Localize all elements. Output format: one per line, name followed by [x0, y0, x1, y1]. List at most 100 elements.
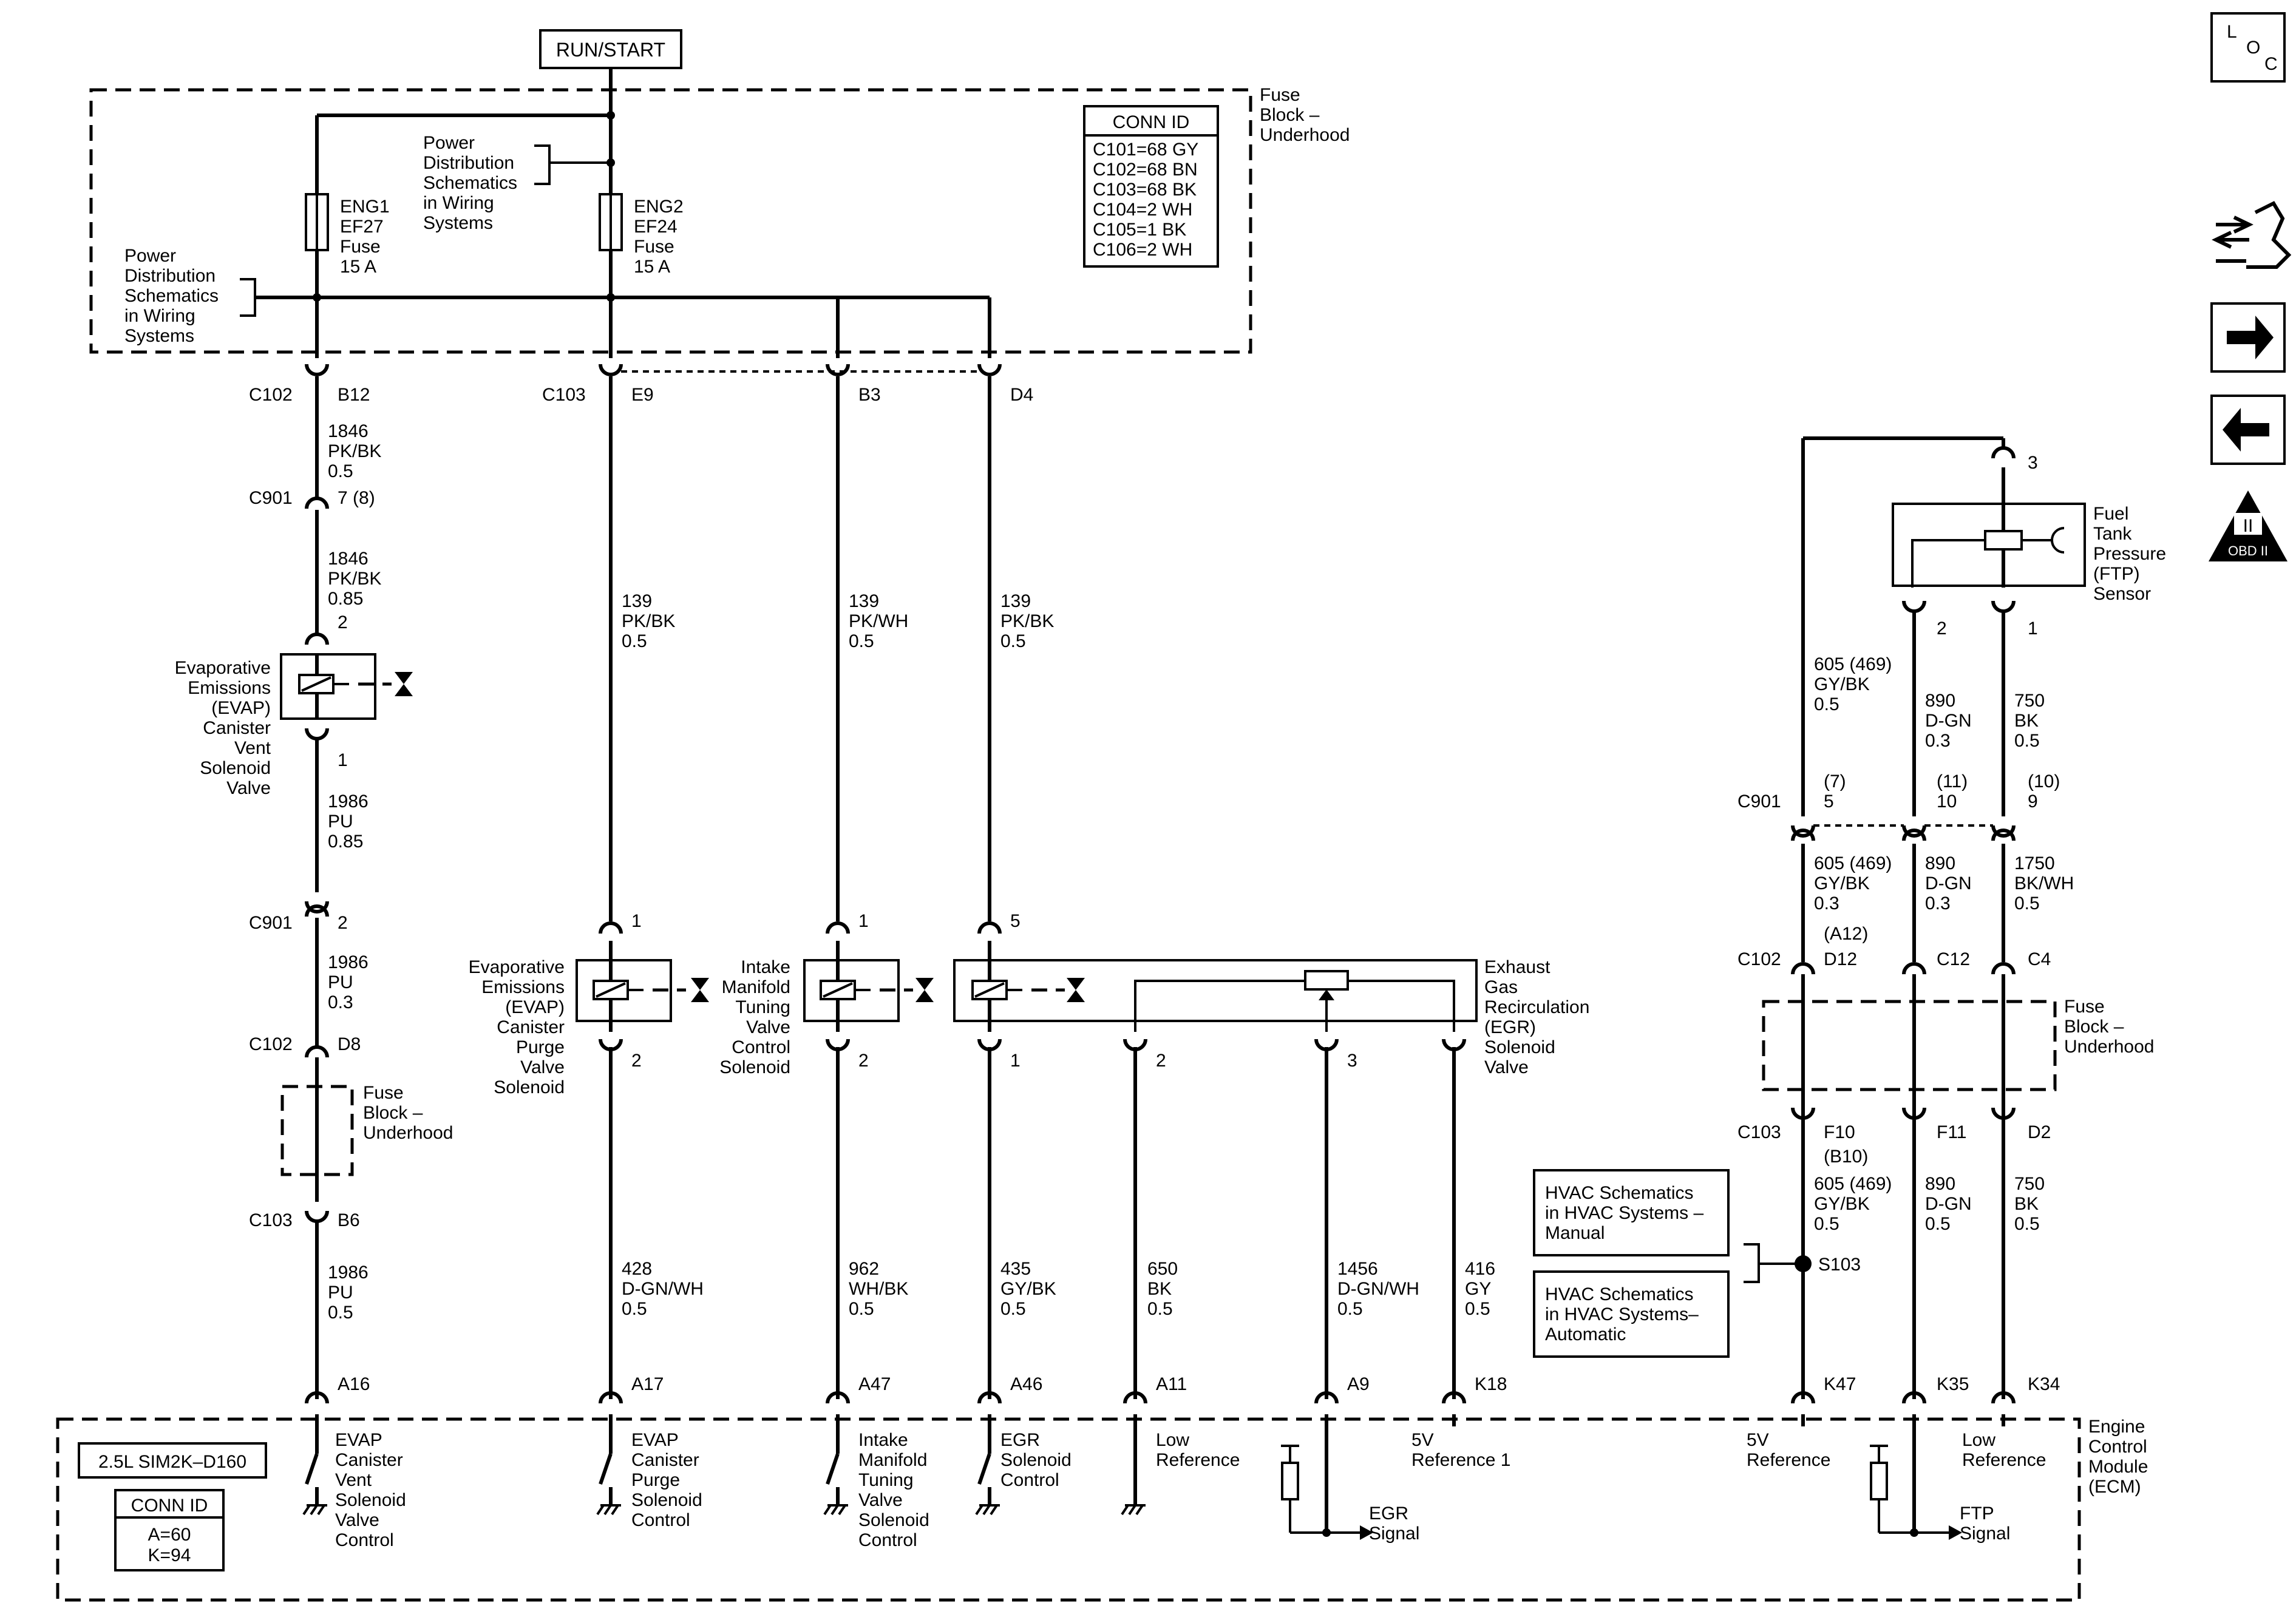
component-locator-icon[interactable]	[2212, 201, 2292, 269]
svg-text:0.5: 0.5	[1814, 694, 1839, 714]
svg-text:PU: PU	[328, 1283, 353, 1303]
svg-text:Tuning: Tuning	[858, 1470, 914, 1490]
connector-c103-b6: C103 B6	[249, 1210, 360, 1230]
svg-text:Manual: Manual	[1545, 1223, 1605, 1243]
ecm-engine-box: 2.5L SIM2K–D160	[78, 1442, 267, 1479]
svg-text:2: 2	[1156, 1051, 1166, 1071]
svg-text:1986: 1986	[328, 792, 369, 812]
svg-text:Emissions: Emissions	[188, 678, 271, 698]
svg-text:K47: K47	[1824, 1374, 1856, 1394]
wire-1846-b: 1846 PK/BK 0.85	[328, 549, 381, 609]
svg-text:890: 890	[1925, 691, 1955, 711]
svg-text:HVAC Schematics: HVAC Schematics	[1545, 1284, 1694, 1304]
svg-text:890: 890	[1925, 853, 1955, 873]
wire-1986-a: 1986 PU 0.85	[328, 792, 369, 852]
svg-text:(FTP): (FTP)	[2093, 564, 2140, 584]
svg-text:D-GN: D-GN	[1925, 711, 1972, 731]
svg-text:5V: 5V	[1411, 1430, 1434, 1450]
svg-text:5: 5	[1824, 792, 1834, 812]
wire-139-b: 139 PK/WH 0.5	[849, 591, 908, 651]
svg-text:OBD II: OBD II	[2228, 543, 2268, 558]
svg-text:EVAP: EVAP	[631, 1430, 679, 1450]
svg-text:Fuse: Fuse	[634, 237, 674, 257]
svg-text:C103: C103	[1737, 1122, 1781, 1142]
svg-text:Intake: Intake	[741, 957, 790, 977]
fuse-block-right: Fuse Block – Underhood	[1762, 997, 2154, 1091]
svg-text:K35: K35	[1937, 1374, 1969, 1394]
svg-text:1986: 1986	[328, 952, 369, 972]
ecm-low-reference-2: Low Reference	[1962, 1414, 2046, 1470]
svg-text:1456: 1456	[1337, 1259, 1378, 1279]
svg-text:A17: A17	[631, 1374, 664, 1394]
svg-text:Emissions: Emissions	[481, 977, 565, 997]
svg-text:in Wiring: in Wiring	[124, 306, 195, 326]
svg-text:A16: A16	[338, 1374, 370, 1394]
svg-text:Recirculation: Recirculation	[1484, 997, 1589, 1017]
evap-vent-pin2: 2	[338, 612, 348, 632]
hvac-manual-ref[interactable]: HVAC Schematics in HVAC Systems – Manual	[1533, 1169, 1730, 1256]
svg-text:A=60: A=60	[148, 1525, 191, 1545]
svg-text:2: 2	[338, 913, 348, 933]
svg-text:Exhaust: Exhaust	[1484, 957, 1550, 977]
svg-text:Automatic: Automatic	[1545, 1324, 1626, 1344]
svg-text:D2: D2	[2028, 1122, 2051, 1142]
svg-text:Manifold: Manifold	[858, 1450, 927, 1470]
power-distribution-ref-left: Power Distribution Schematics in Wiring …	[124, 246, 256, 346]
previous-arrow-icon[interactable]	[2210, 395, 2286, 465]
svg-text:K34: K34	[2028, 1374, 2060, 1394]
svg-text:D-GN/WH: D-GN/WH	[622, 1279, 704, 1299]
svg-text:O: O	[2246, 38, 2260, 58]
svg-text:2: 2	[858, 1051, 869, 1071]
svg-text:750: 750	[2014, 691, 2045, 711]
svg-text:C101=68 GY: C101=68 GY	[1093, 140, 1198, 160]
svg-text:C4: C4	[2028, 949, 2051, 969]
svg-text:D-GN/WH: D-GN/WH	[1337, 1279, 1419, 1299]
svg-text:0.5: 0.5	[1465, 1299, 1490, 1319]
svg-text:(EVAP): (EVAP)	[505, 997, 565, 1017]
svg-text:139: 139	[849, 591, 879, 611]
svg-text:(B10): (B10)	[1824, 1147, 1868, 1167]
next-arrow-icon[interactable]	[2210, 302, 2286, 373]
wire-605-a: 605 (469) GY/BK 0.5	[1814, 654, 1892, 714]
svg-text:BK: BK	[2014, 711, 2039, 731]
ecm-low-reference-1: Low Reference	[1121, 1414, 1240, 1516]
svg-text:EF27: EF27	[340, 217, 384, 237]
svg-text:Fuse: Fuse	[340, 237, 381, 257]
svg-text:435: 435	[1000, 1259, 1031, 1279]
hvac-automatic-ref[interactable]: HVAC Schematics in HVAC Systems– Automat…	[1533, 1270, 1730, 1358]
loc-icon[interactable]: L O C	[2210, 12, 2286, 83]
svg-text:Module: Module	[2088, 1457, 2148, 1477]
svg-text:0.5: 0.5	[849, 631, 874, 651]
wire-1750: 1750 BK/WH 0.5	[2014, 853, 2074, 914]
svg-text:F11: F11	[1937, 1122, 1966, 1142]
svg-text:139: 139	[1000, 591, 1031, 611]
obd-ii-icon[interactable]: II OBD II	[2209, 490, 2288, 561]
svg-text:Distribution: Distribution	[124, 266, 216, 286]
egr-pin5: 5	[1010, 911, 1021, 931]
svg-text:Low: Low	[1962, 1430, 1995, 1450]
svg-text:B6: B6	[338, 1210, 360, 1230]
connector-c901-right: C901 (7) 5 (11) 10 (10) 9	[1737, 771, 2060, 841]
svg-text:Systems: Systems	[423, 213, 493, 233]
svg-text:0.5: 0.5	[622, 631, 647, 651]
ecm-ftp-signal: FTP Signal	[1870, 1414, 2010, 1544]
svg-text:Solenoid: Solenoid	[200, 758, 271, 778]
svg-text:C102: C102	[1737, 949, 1781, 969]
svg-text:GY/BK: GY/BK	[1814, 1194, 1870, 1214]
svg-text:Valve: Valve	[1484, 1057, 1529, 1077]
svg-text:F10: F10	[1824, 1122, 1855, 1142]
svg-text:139: 139	[622, 591, 652, 611]
svg-text:1750: 1750	[2014, 853, 2055, 873]
wire-890-a: 890 D-GN 0.3	[1925, 691, 1972, 751]
svg-text:C12: C12	[1937, 949, 1970, 969]
svg-text:0.85: 0.85	[328, 589, 363, 609]
ftp-sensor: Fuel Tank Pressure (FTP) Sensor	[1892, 467, 2166, 604]
svg-text:2.5L SIM2K–D160: 2.5L SIM2K–D160	[98, 1452, 246, 1472]
svg-text:Engine: Engine	[2088, 1417, 2145, 1437]
svg-text:ENG2: ENG2	[634, 197, 684, 217]
svg-text:962: 962	[849, 1259, 879, 1279]
connector-c901-b: C901 2	[249, 901, 348, 933]
evap-vent-pin1: 1	[338, 750, 348, 770]
wire-605-c: 605 (469) GY/BK 0.5	[1814, 1174, 1892, 1234]
svg-text:Valve: Valve	[226, 778, 271, 798]
